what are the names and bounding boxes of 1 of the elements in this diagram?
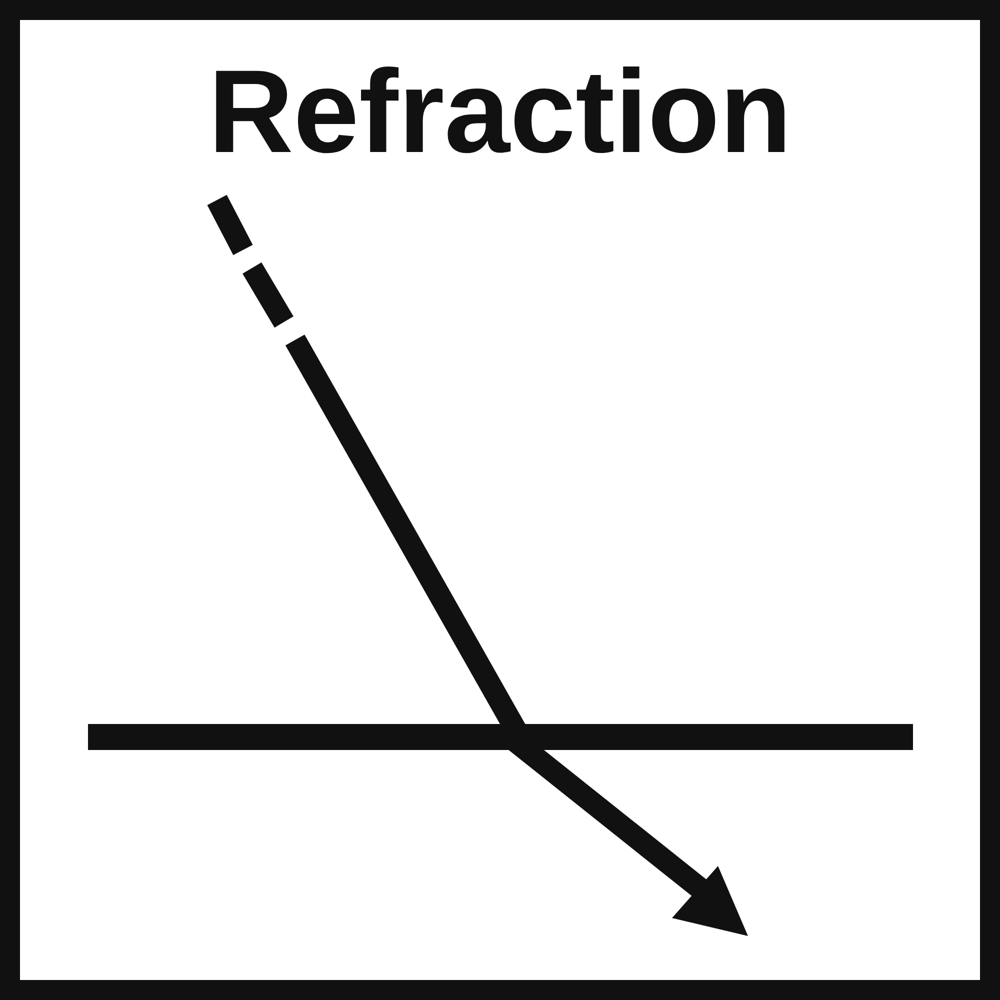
- title: Refraction: [208, 52, 792, 172]
